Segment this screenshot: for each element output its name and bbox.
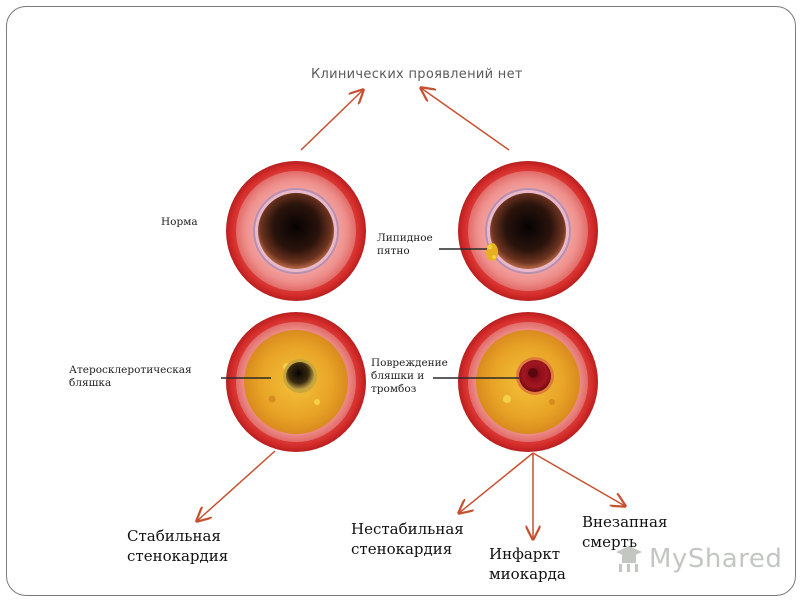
slide: Клинических проявлений нет Норма Липидно… [6, 6, 796, 596]
vessel-lipid-spot [458, 161, 598, 301]
no-symptoms-caption: Клинических проявлений нет [311, 67, 523, 82]
watermark-brand: MyShared [649, 544, 783, 574]
arrow-death-down [532, 452, 625, 506]
outcome-unstable-angina: Нестабильная стенокардия [351, 520, 464, 558]
arrow-unstable-down [459, 452, 534, 513]
arrow-stable-down [197, 450, 276, 521]
lipid-spot [486, 243, 498, 261]
watermark: MyShared [615, 539, 782, 579]
outcome-myocardial-infarction: Инфаркт миокарда [489, 545, 566, 583]
arrow-normal-up [300, 90, 363, 151]
outcome-stable-angina: Стабильная стенокардия [127, 527, 229, 565]
vessel-plaque [226, 312, 366, 452]
outcome-sudden-death: Внезапная смерть [582, 513, 668, 551]
label-damage: Повреждение бляшки и тромбоз [371, 357, 448, 395]
vessel-thrombosis [458, 312, 598, 452]
vessel-normal [226, 161, 366, 301]
label-plaque: Атеросклеротическая бляшка [69, 364, 192, 389]
label-lipid-spot: Липидное пятно [377, 232, 433, 257]
atherosclerosis-diagram [7, 7, 795, 595]
arrow-lipid-up [421, 88, 510, 151]
label-norma: Норма [161, 216, 198, 228]
mortarboard-icon [616, 546, 642, 572]
